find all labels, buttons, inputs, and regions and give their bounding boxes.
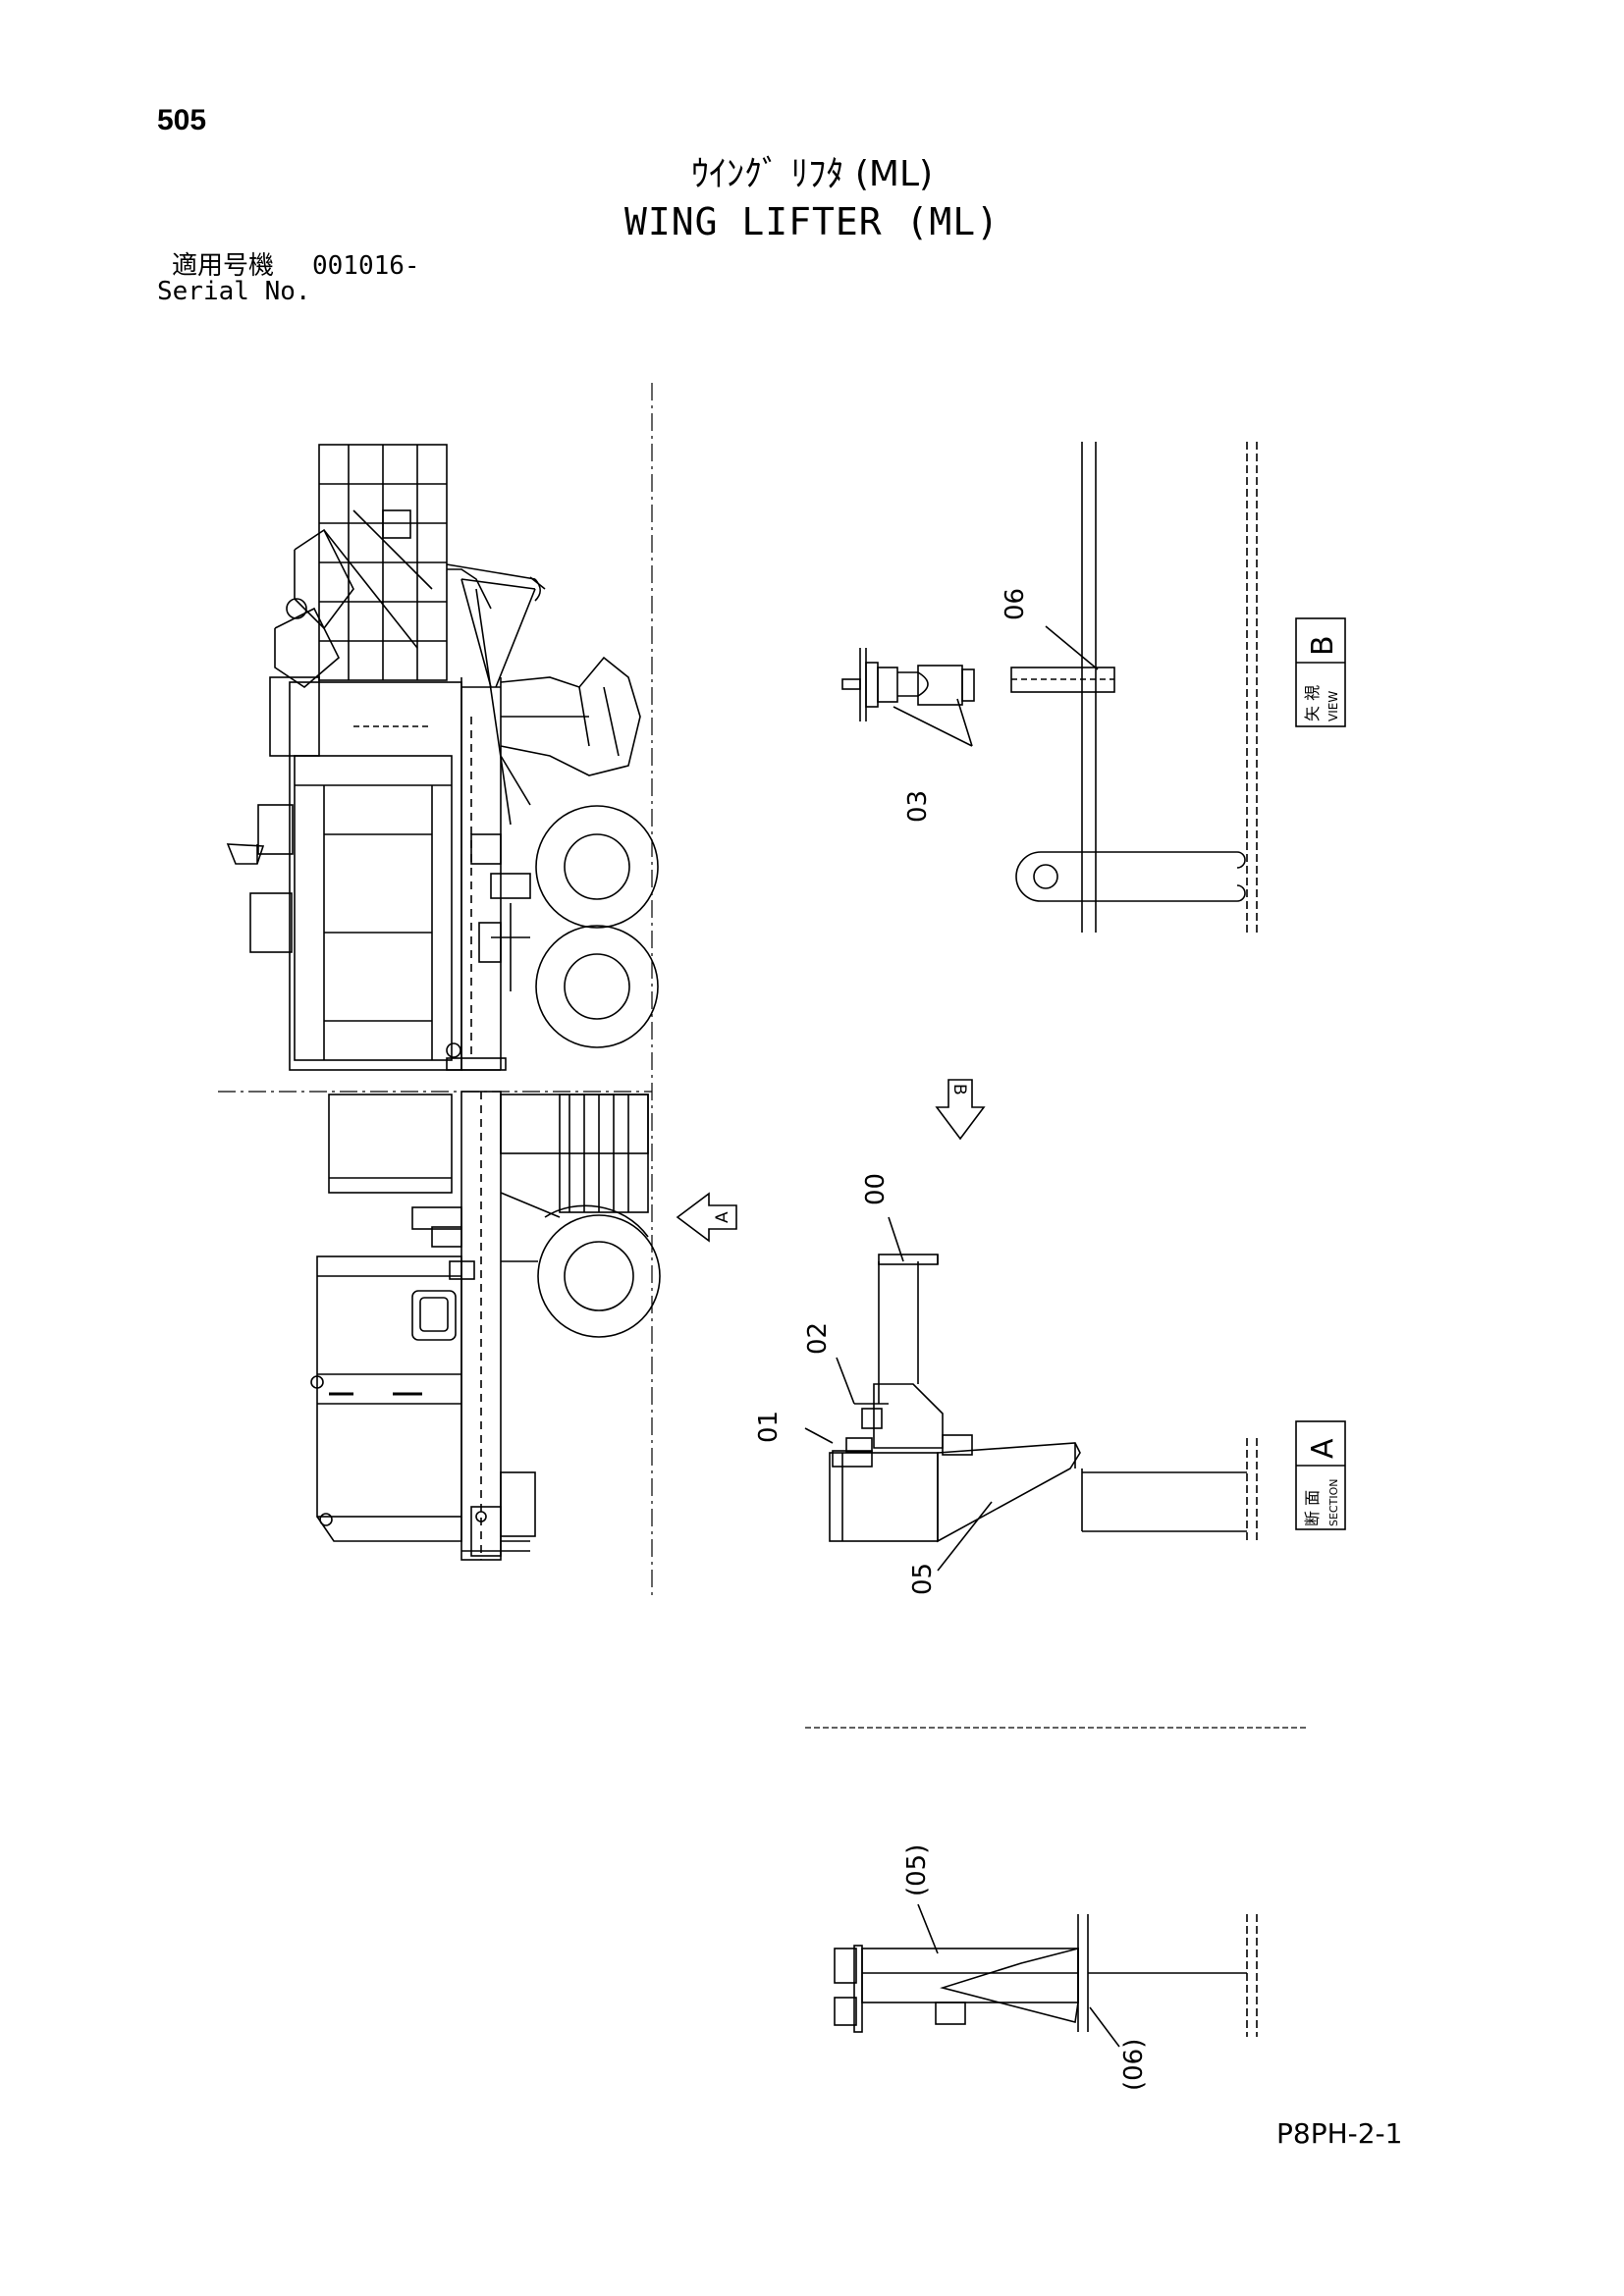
- view-b-letter: B: [1306, 635, 1340, 656]
- arrow-a-letter: A: [713, 1211, 732, 1223]
- view-b-drawing: [841, 442, 1346, 933]
- serial-label-english: Serial No.: [157, 277, 311, 306]
- callout-06: 06: [1001, 588, 1030, 620]
- bottom-detail-drawing: [834, 1903, 1258, 2048]
- callout-05: 05: [908, 1563, 938, 1595]
- callout-00: 00: [861, 1173, 891, 1205]
- arrow-b-letter: B: [949, 1084, 969, 1095]
- callout-02: 02: [803, 1322, 833, 1355]
- callout-03: 03: [903, 790, 933, 823]
- view-b-japanese: 矢 視: [1303, 685, 1322, 721]
- title-japanese: ｳｲﾝｸﾞ ﾘﾌﾀ (ML): [690, 154, 934, 194]
- section-a-english: SECTION: [1327, 1479, 1340, 1526]
- serial-value: 001016-: [312, 251, 420, 281]
- arrow-a-marker: [676, 1192, 737, 1243]
- page-number: 505: [157, 104, 207, 136]
- arrow-b-marker: [935, 1079, 986, 1141]
- callout-01: 01: [754, 1411, 784, 1443]
- title-english: WING LIFTER (ML): [623, 200, 1001, 243]
- view-b-english: VIEW: [1326, 691, 1340, 721]
- callout-05-reference: (05): [902, 1844, 932, 1896]
- section-a-drawing: [804, 1216, 1346, 1572]
- section-a-japanese: 断 面: [1303, 1490, 1322, 1526]
- serial-label-japanese: 適用号機: [172, 251, 275, 281]
- callout-06-reference: (06): [1119, 2039, 1149, 2091]
- footer-code: P8PH-2-1: [1276, 2117, 1403, 2150]
- section-a-letter: A: [1306, 1438, 1340, 1459]
- machine-overview-drawing: [218, 383, 661, 1600]
